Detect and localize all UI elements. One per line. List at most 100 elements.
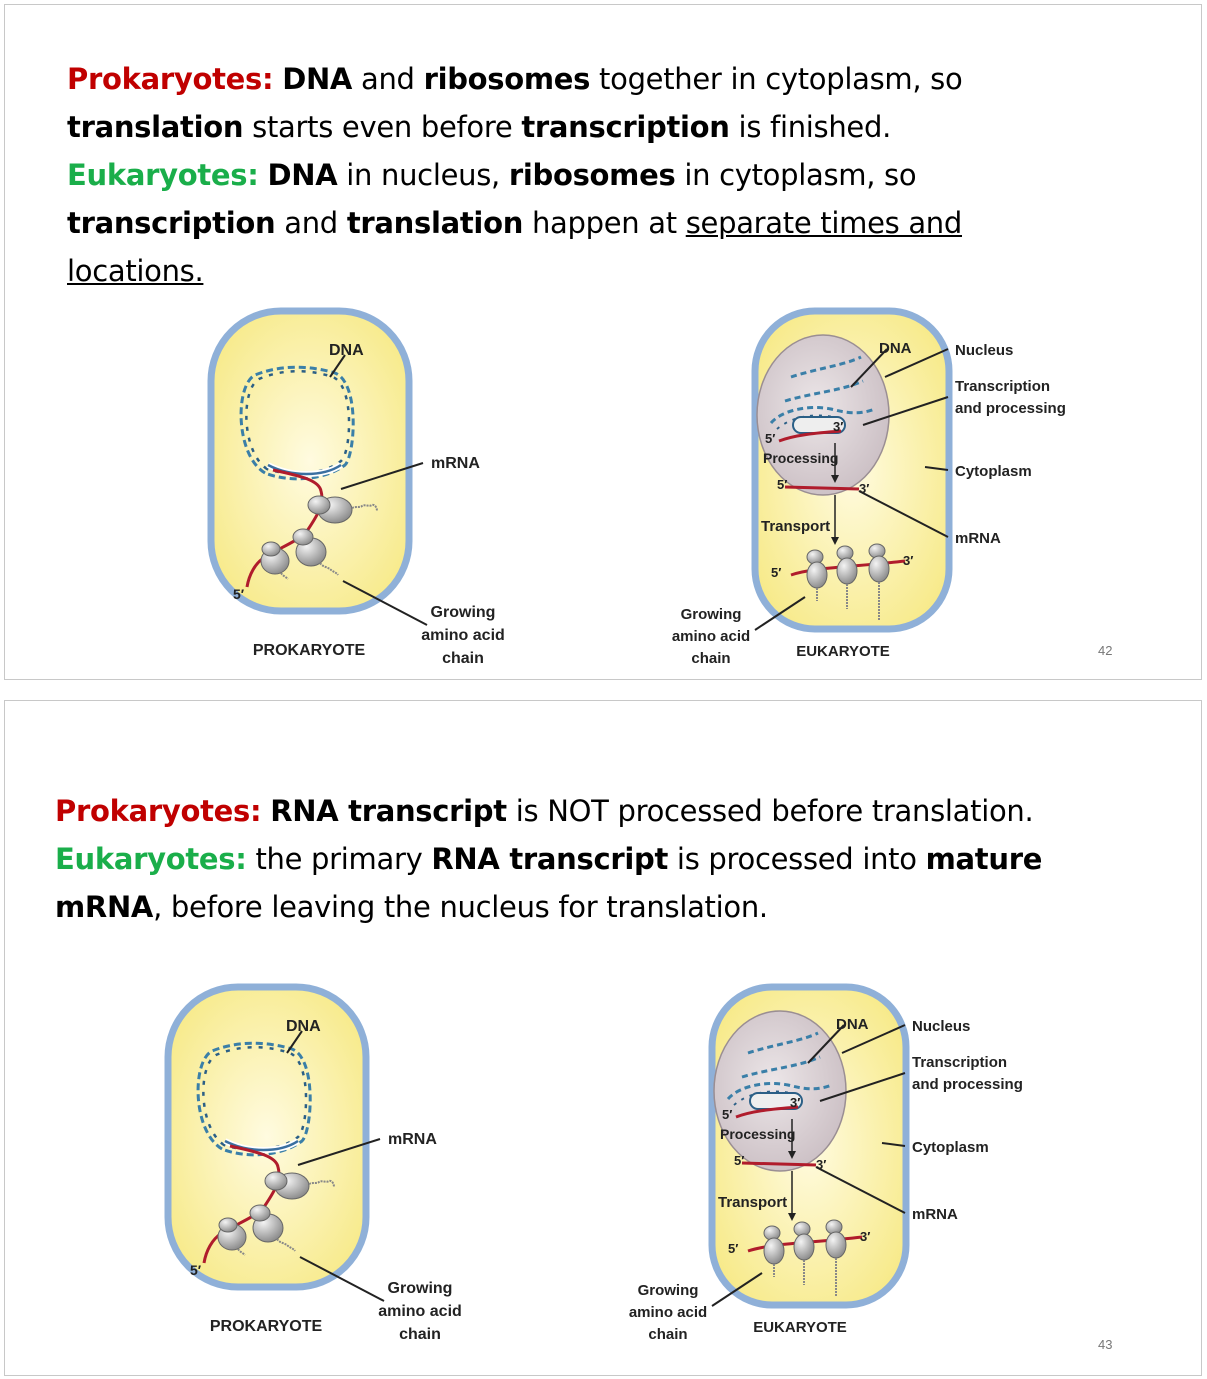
term-dna: DNA — [267, 158, 338, 192]
leader-line — [711, 1272, 763, 1307]
prokaryote-cell — [207, 307, 413, 615]
ribosome — [836, 545, 858, 609]
prokaryote-diagram: DNA mRNA 5′ Growing amino acid chain PRO… — [164, 983, 462, 1343]
label-chain: chain — [399, 1326, 441, 1343]
label-chain: chain — [648, 1326, 687, 1343]
text: is processed into — [668, 842, 926, 876]
prok-euk-figure: DNA mRNA 5′ Growing amino acid chain PRO… — [195, 305, 1075, 679]
leader-line — [858, 490, 949, 538]
leader-line — [862, 396, 949, 426]
eukaryotes-label: Eukaryotes: — [67, 158, 259, 192]
text: in nucleus, — [337, 158, 509, 192]
label-mrna: mRNA — [955, 530, 1001, 547]
term-translation: translation — [67, 110, 244, 144]
eukaryotes-label: Eukaryotes: — [55, 842, 247, 876]
leader-line — [884, 348, 949, 378]
leader-line — [342, 580, 428, 626]
label-amino-acid: amino acid — [672, 628, 750, 645]
text: is NOT processed before translation. — [506, 794, 1034, 828]
label-five-prime: 5′ — [190, 1262, 202, 1278]
arrow-head — [788, 1213, 796, 1221]
label-dna: DNA — [836, 1016, 869, 1033]
page-number: 42 — [1098, 643, 1113, 658]
label-processing: Processing — [763, 450, 838, 466]
label-five-prime: 5′ — [734, 1153, 744, 1168]
label-transport: Transport — [718, 1194, 787, 1211]
mature-mrna — [741, 1161, 817, 1167]
label-nucleus: Nucleus — [912, 1018, 970, 1035]
slide-43-text: Prokaryotes: RNA transcript is NOT proce… — [55, 787, 1042, 931]
ribosome — [806, 549, 828, 601]
label-five-prime: 5′ — [777, 477, 787, 492]
label-prokaryote-title: PROKARYOTE — [253, 642, 366, 659]
term-mrna: mRNA — [55, 890, 154, 924]
text: in cytoplasm, so — [675, 158, 917, 192]
label-growing: Growing — [681, 606, 742, 623]
text: is finished. — [729, 110, 892, 144]
text: and — [275, 206, 347, 240]
label-processing: Processing — [720, 1126, 795, 1142]
text: happen at — [523, 206, 686, 240]
label-transport: Transport — [761, 518, 830, 535]
underlined-phrase: separate times and — [685, 206, 963, 240]
text: , before leaving the nucleus for transla… — [153, 890, 768, 924]
label-five-prime: 5′ — [722, 1107, 732, 1122]
leader-line — [299, 1256, 385, 1302]
label-amino-acid: amino acid — [378, 1303, 462, 1320]
nucleus — [713, 1010, 847, 1172]
pre-mrna — [735, 1105, 799, 1119]
eukaryote-diagram: DNA Nucleus Transcription and processing… — [672, 307, 1066, 667]
label-five-prime: 5′ — [771, 565, 781, 580]
ribosome — [763, 1225, 785, 1277]
label-amino-acid: amino acid — [421, 627, 505, 644]
label-three-prime: 3′ — [860, 1229, 870, 1244]
label-nucleus: Nucleus — [955, 342, 1013, 359]
dna-helix — [196, 1041, 312, 1157]
arrow-head — [831, 475, 839, 483]
ribosome — [264, 1171, 335, 1200]
label-five-prime: 5′ — [233, 586, 245, 602]
dna-helix — [239, 365, 355, 481]
ribosome — [307, 495, 378, 524]
label-three-prime: 3′ — [833, 419, 843, 434]
label-five-prime: 5′ — [728, 1241, 738, 1256]
leader-line — [754, 596, 806, 631]
pre-mrna — [778, 429, 842, 443]
term-transcription: transcription — [521, 110, 730, 144]
figure-svg: DNA mRNA 5′ Growing amino acid chain PRO… — [207, 307, 1066, 667]
label-amino-acid: amino acid — [629, 1304, 707, 1321]
ribosome — [260, 541, 290, 580]
leader-line — [815, 1166, 906, 1214]
label-growing: Growing — [431, 604, 496, 621]
prokaryotes-label: Prokaryotes: — [55, 794, 262, 828]
figure-svg: DNA mRNA 5′ Growing amino acid chain PRO… — [164, 983, 1023, 1343]
ribosome — [868, 543, 890, 621]
term-ribosomes: ribosomes — [423, 62, 591, 96]
prok-euk-figure: DNA mRNA 5′ Growing amino acid chain PRO… — [152, 981, 1032, 1355]
leader-line — [286, 1030, 303, 1054]
label-and-processing: and processing — [912, 1076, 1023, 1093]
arrow-head — [831, 537, 839, 545]
ribosome — [793, 1221, 815, 1285]
term-ribosomes: ribosomes — [508, 158, 676, 192]
text: together in cytoplasm, so — [590, 62, 963, 96]
prokaryote-diagram: DNA mRNA 5′ Growing amino acid chain PRO… — [207, 307, 505, 667]
label-three-prime: 3′ — [903, 553, 913, 568]
label-growing: Growing — [388, 1280, 453, 1297]
mature-mrna — [784, 485, 860, 491]
eukaryote-diagram: DNA Nucleus Transcription and processing… — [629, 983, 1023, 1343]
ribosome — [292, 528, 339, 576]
ribosome — [249, 1204, 296, 1252]
underlined-phrase: locations. — [67, 254, 204, 288]
label-mrna: mRNA — [388, 1131, 437, 1148]
term-dna: DNA — [282, 62, 353, 96]
label-dna: DNA — [879, 340, 912, 357]
label-mrna: mRNA — [912, 1206, 958, 1223]
nucleus — [756, 334, 890, 496]
term-translation: translation — [346, 206, 524, 240]
arrow-head — [788, 1151, 796, 1159]
leader-line — [819, 1072, 906, 1102]
leader-line — [841, 1024, 906, 1054]
label-mrna: mRNA — [431, 455, 480, 472]
page-number: 43 — [1098, 1337, 1113, 1352]
